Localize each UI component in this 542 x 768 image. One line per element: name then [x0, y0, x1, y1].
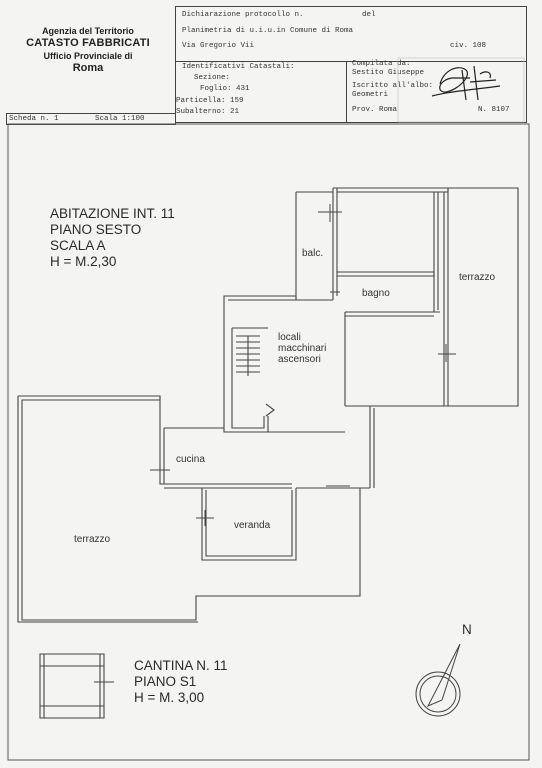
- cantina-title: CANTINA N. 11: [134, 658, 228, 673]
- room-label-locali: locali: [278, 332, 301, 343]
- del-label: del: [362, 11, 376, 19]
- ufficio-label: Ufficio Provinciale di: [43, 51, 133, 61]
- room-label-cucina: cucina: [176, 454, 205, 465]
- agency-name: Agenzia del Territorio: [42, 26, 134, 36]
- room-label-terrazzo-right: terrazzo: [459, 272, 496, 283]
- scala-label: Scala 1:100: [95, 115, 145, 123]
- subalterno-label: Subalterno: 21: [176, 108, 240, 116]
- iscrizione-numero: N. 8107: [478, 106, 510, 114]
- room-label-bagno: bagno: [362, 288, 390, 299]
- via-label: Via Gregorio Vii: [182, 42, 255, 50]
- room-label-ascensori: ascensori: [278, 354, 321, 365]
- stamp-box: [397, 57, 525, 123]
- albo-label: Geometri: [352, 91, 389, 99]
- sezione-label: Sezione:: [194, 74, 231, 82]
- agency-block: Agenzia del Territorio CATASTO FABBRICAT…: [18, 26, 158, 76]
- north-arrow-icon: [415, 643, 461, 717]
- door-markers: [150, 204, 456, 526]
- provincia-label: Prov. Roma: [352, 106, 398, 114]
- plan-frame: [7, 123, 530, 761]
- header-form: [175, 6, 527, 123]
- identificativi-label: Identificativi Catastali:: [182, 63, 295, 71]
- north-label: N: [462, 622, 472, 637]
- room-label-veranda: veranda: [234, 520, 271, 531]
- signature-icon: [431, 65, 501, 101]
- plan-title-piano: PIANO SESTO: [50, 222, 142, 237]
- foglio-label: Foglio: 431: [200, 85, 250, 93]
- cantina-walls: [39, 653, 114, 719]
- particella-label: Particella: 159: [176, 97, 244, 105]
- room-label-macchinari: macchinari: [278, 343, 327, 354]
- planimetria-label: Planimetria di u.i.u.in Comune di Roma: [182, 27, 354, 35]
- cantina-piano: PIANO S1: [134, 674, 197, 689]
- plan-title-scala: SCALA A: [50, 238, 106, 253]
- iscritto-label: Iscritto all'albo:: [352, 82, 434, 90]
- civico-label: civ. 108: [450, 42, 487, 50]
- plan-title-altezza: H = M.2,30: [50, 254, 117, 269]
- room-label-balc: balc.: [302, 248, 324, 259]
- scheda-numero: Scheda n. 1: [9, 115, 59, 123]
- city-label: Roma: [72, 62, 104, 75]
- compilatore-name: Sestito Giuseppe: [352, 69, 425, 77]
- cantina-altezza: H = M. 3,00: [134, 690, 205, 705]
- compilata-label: Compilata da:: [352, 60, 411, 68]
- upper-apartment-walls: [17, 187, 519, 623]
- room-label-terrazzo-left: terrazzo: [74, 534, 111, 545]
- catasto-title: CATASTO FABBRICATI: [26, 37, 150, 50]
- plan-title-abitazione: ABITAZIONE INT. 11: [50, 206, 175, 221]
- dichiarazione-label: Dichiarazione protocollo n.: [182, 11, 304, 19]
